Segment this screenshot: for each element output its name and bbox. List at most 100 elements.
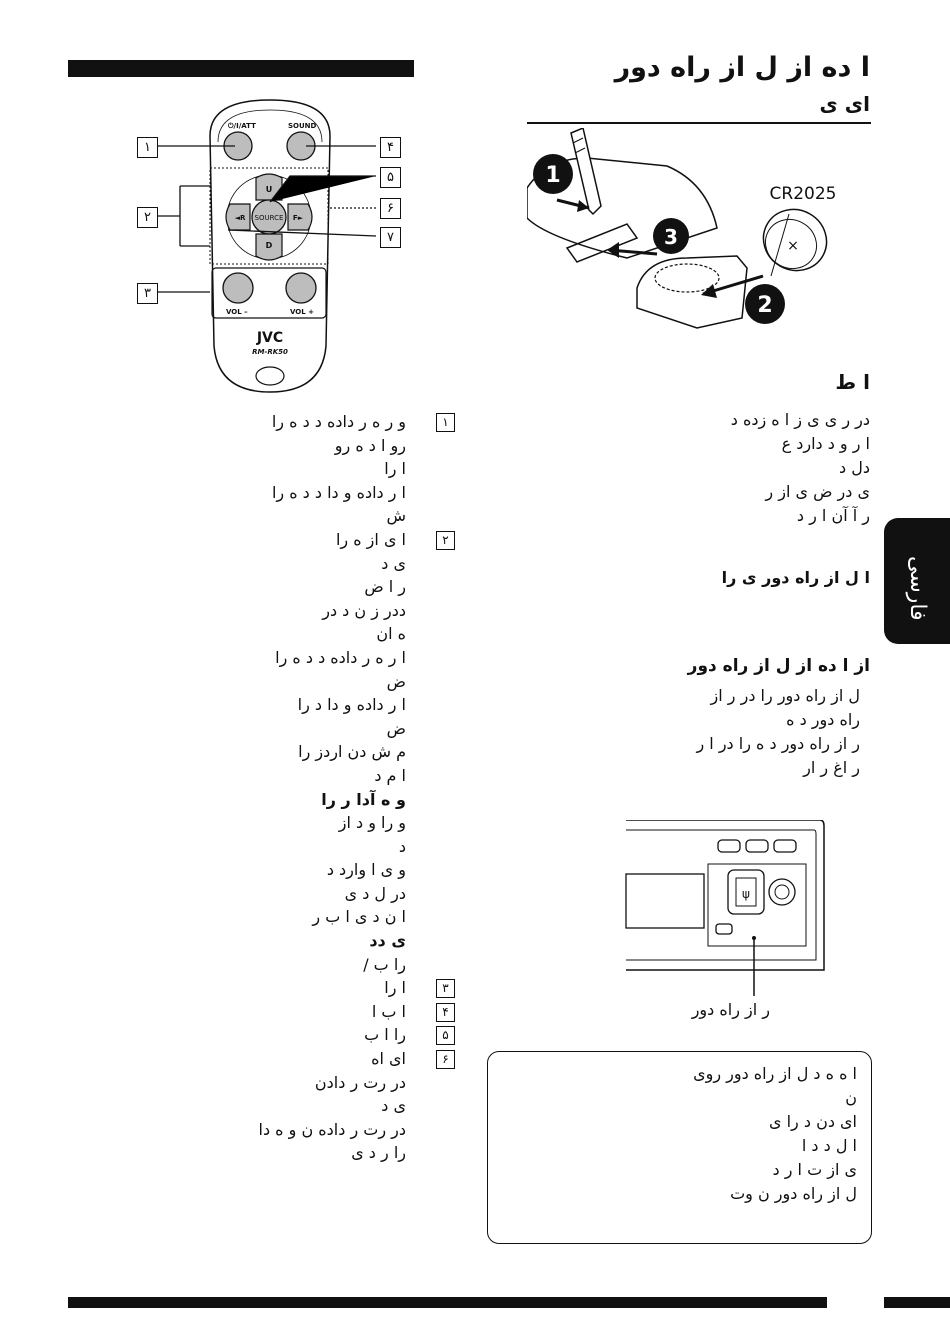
- list-item: ۳ ا را: [68, 976, 458, 1000]
- bottom-bar-main: [68, 1297, 827, 1308]
- step-1-label: 1: [545, 163, 560, 188]
- usage-heading: از ا ده از ل از راه دور: [687, 656, 870, 676]
- remote-illustration: ⏻/I/ATT SOUND SOURCE U D ◄R F► VOL – VOL…: [209, 99, 331, 393]
- title-underline: [527, 122, 871, 124]
- item-line: ض: [386, 671, 406, 691]
- note-line: ا ه ه د ل از راه دور روی: [693, 1064, 857, 1083]
- note-line: ای دن د را ی: [768, 1112, 857, 1131]
- item-line: ا ب ا: [371, 1001, 406, 1021]
- f-button-label: F►: [293, 214, 304, 222]
- item-line: و ر ه ر داده د د ه را: [271, 412, 406, 431]
- item-line: را ب /: [363, 954, 406, 974]
- warning-line: در ر ی ی ز ا ه زده د: [730, 410, 870, 429]
- list-item: ۵ را ا ب: [68, 1023, 458, 1047]
- item-number: ۵: [436, 1026, 455, 1046]
- usage-block: ل از راه دور را در ر از راه دور د ه ر از…: [480, 684, 860, 780]
- language-tab: فارسی: [884, 518, 950, 644]
- item-line: ا ر ه ر داده د د ه را: [275, 647, 406, 667]
- item-line: ض: [386, 718, 406, 738]
- warning-heading: ا ط: [835, 370, 870, 394]
- item-line: ا را: [384, 978, 406, 998]
- item-number: ۳: [436, 979, 455, 999]
- item-line: م ش دن اردز را: [298, 742, 406, 762]
- item-line: ا ر داده و دا د د ه را: [271, 482, 406, 502]
- item-line: ا م د: [374, 765, 406, 785]
- item-line: ر ا ض: [364, 577, 406, 597]
- down-button-label: D: [266, 241, 273, 250]
- warning-line: ی در ض ی از ر: [765, 482, 870, 501]
- list-item: ۴ ا ب ا: [68, 1000, 458, 1024]
- item-line: ی دد: [369, 931, 406, 951]
- att-button-label: ⏻/I/ATT: [228, 122, 256, 130]
- item-line: را ر د ی: [351, 1143, 406, 1163]
- head-unit-illustration: ψ: [625, 820, 825, 996]
- item-line: در رت ر داده ن و ه دا: [258, 1119, 406, 1139]
- item-line: در ل د ی: [344, 883, 406, 903]
- usage-line: ل از راه دور را در ر از: [710, 686, 860, 705]
- callout-2: ۲: [137, 207, 158, 228]
- top-left-bar: [68, 60, 414, 77]
- item-line: ا ن د ی ا ب ر: [312, 907, 406, 927]
- callout-1: ۱: [137, 137, 158, 158]
- button-description-list: ۱ و ر ه ر داده د د ه را رو ا د ه رو ا را ا ر…: [68, 410, 458, 1165]
- remote-brand: JVC: [256, 330, 283, 346]
- item-line: و را و د از: [338, 813, 406, 833]
- list-item: ۱ و ر ه ر داده د د ه را رو ا د ه رو ا را ا ر…: [68, 410, 458, 528]
- item-line: در رت ر دادن: [314, 1072, 406, 1092]
- svg-text:ψ: ψ: [742, 887, 750, 901]
- callout-3: ۳: [137, 283, 158, 304]
- item-number: ۴: [436, 1002, 455, 1022]
- item-line: ی د: [381, 553, 406, 573]
- warning-block: در ر ی ی ز ا ه زده د ا ر و د دارد ع دل د…: [480, 408, 870, 528]
- callout-6: ۶: [380, 198, 401, 219]
- item-line: ه ان: [376, 624, 406, 644]
- vol-plus-label: VOL +: [290, 308, 314, 316]
- item-line: د: [398, 836, 406, 856]
- item-number: ۶: [436, 1050, 455, 1070]
- up-button-label: U: [266, 185, 273, 194]
- source-button-label: SOURCE: [255, 214, 284, 222]
- vol-minus-label: VOL –: [226, 308, 248, 316]
- item-line: و ه آدا ر را: [321, 789, 406, 809]
- note-line: ا ل د د ا: [801, 1136, 857, 1155]
- item-line: ا را: [384, 459, 406, 479]
- item-line: ا ی از ه را: [335, 529, 406, 549]
- item-line: ای اه: [371, 1049, 406, 1069]
- item-line: ش: [386, 506, 406, 526]
- callout-lines: [157, 145, 377, 293]
- battery-illustration: 1 3 2 × CR2025: [527, 128, 837, 329]
- list-item: ۶ ای اه در رت ر دادن ی د در رت ر داده ن و ه …: [68, 1047, 458, 1165]
- bottom-bar-right: [884, 1297, 950, 1308]
- step-heading: ا ل از راه دور ی را: [721, 568, 870, 587]
- item-line: ددر ز ن د در: [322, 600, 406, 620]
- remote-model: RM-RK50: [252, 348, 288, 356]
- item-line: ی د: [381, 1096, 406, 1116]
- usage-line: راه دور د ه: [786, 710, 860, 729]
- warning-line: دل د: [839, 458, 870, 477]
- note-line: ل از راه دور ن وت: [730, 1184, 857, 1203]
- step-2-label: 2: [757, 293, 772, 318]
- usage-line: ر از راه دور د ه را در ا ر: [696, 734, 860, 753]
- note-line: ی از ت ا ر د: [772, 1160, 857, 1179]
- warning-line: ا ر و د دارد ع: [781, 434, 870, 453]
- step-3-label: 3: [664, 225, 678, 249]
- item-line: و ی ا وارد د: [326, 860, 406, 880]
- callout-4: ۴: [380, 137, 401, 158]
- r-button-label: ◄R: [235, 214, 246, 222]
- list-item: ۲ ا ی از ه را ی د ر ا ض ددر ز ن د در ه ان ا ر …: [68, 528, 458, 976]
- note-box: ا ه ه د ل از راه دور روی ن ای دن د را ی …: [487, 1051, 872, 1244]
- usage-line: ر اغ ر ار: [803, 758, 860, 777]
- warning-line: ر آ آن ا ر د: [796, 506, 870, 525]
- page-subtitle: ای ی: [819, 92, 870, 116]
- battery-type-label: CR2025: [770, 184, 837, 204]
- item-line: رو ا د ه رو: [334, 435, 406, 455]
- item-line: را ا ب: [364, 1025, 406, 1045]
- item-number: ۱: [436, 413, 455, 432]
- note-line: ن: [845, 1088, 857, 1107]
- item-line: ا ر داده و دا د را: [297, 695, 406, 715]
- page-title: ا ده از ل از راه دور: [614, 52, 870, 83]
- callout-5: ۵: [380, 167, 401, 188]
- sensor-caption: ر از راه دور: [691, 1000, 770, 1019]
- svg-text:×: ×: [787, 238, 799, 254]
- item-number: ۲: [436, 530, 455, 550]
